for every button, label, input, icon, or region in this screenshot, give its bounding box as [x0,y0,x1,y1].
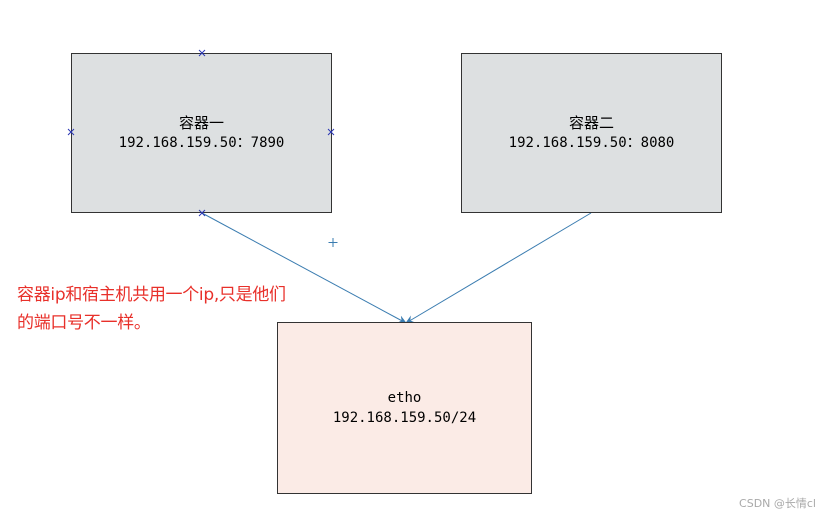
resize-handle-top[interactable] [198,49,206,57]
host-box[interactable]: etho 192.168.159.50/24 [277,322,532,494]
container2-box[interactable]: 容器二 192.168.159.50：8080 [461,53,722,213]
container1-address: 192.168.159.50：7890 [118,135,285,151]
connector-container1-to-host[interactable] [201,212,407,324]
container2-title: 容器二 [568,114,614,132]
move-cursor-icon [328,238,338,247]
annotation-line-1: 容器ip和宿主机共用一个ip,只是他们 [17,285,286,305]
host-title: etho [387,390,422,406]
annotation-note: 容器ip和宿主机共用一个ip,只是他们 的端口号不一样。 [17,281,357,337]
container1-title: 容器一 [178,114,224,132]
connector-container2-to-host[interactable] [405,212,592,324]
container2-address: 192.168.159.50：8080 [508,135,675,151]
resize-handle-left[interactable] [67,128,75,136]
resize-handle-bottom[interactable] [198,209,206,217]
resize-handle-right[interactable] [327,128,335,136]
annotation-line-2: 的端口号不一样。 [17,313,151,333]
watermark: CSDN @长情cl [739,497,816,510]
host-address: 192.168.159.50/24 [332,410,477,426]
